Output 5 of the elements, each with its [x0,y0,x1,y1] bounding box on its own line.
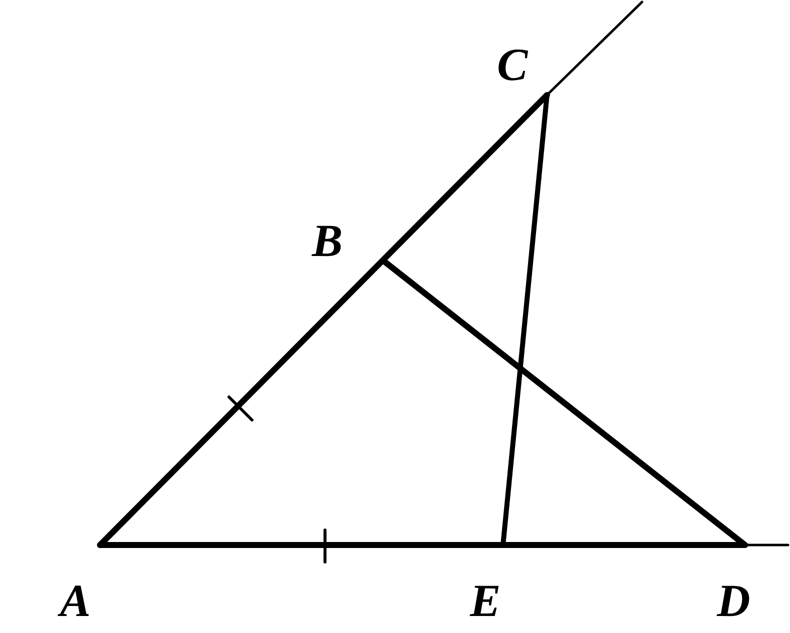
point-label: D [717,578,750,624]
point-label: B [312,218,343,264]
point-label: E [470,578,501,624]
point-label: A [60,578,91,624]
point-label: C [497,42,528,88]
